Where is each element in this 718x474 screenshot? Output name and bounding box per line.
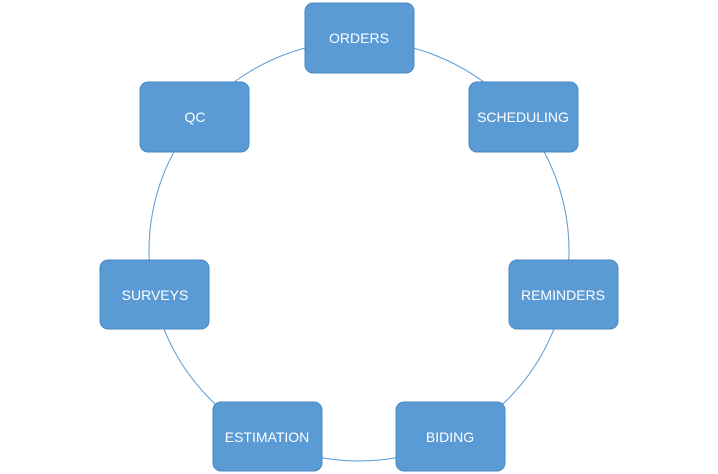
node-biding: BIDING [395, 401, 506, 472]
node-scheduling-box [468, 81, 579, 153]
node-surveys-label: SURVEYS [122, 287, 189, 303]
node-reminders-label: REMINDERS [521, 287, 605, 303]
node-surveys-box [99, 259, 210, 330]
node-qc-box [139, 81, 250, 153]
node-scheduling: SCHEDULING [468, 81, 579, 153]
node-reminders: REMINDERS [508, 259, 619, 330]
node-estimation-box [212, 401, 323, 472]
node-biding-label: BIDING [426, 429, 474, 445]
node-orders: ORDERS [304, 2, 415, 74]
node-qc: QC [139, 81, 250, 153]
node-orders-label: ORDERS [329, 30, 389, 46]
node-estimation: ESTIMATION [212, 401, 323, 472]
node-orders-box [304, 2, 415, 74]
node-scheduling-label: SCHEDULING [477, 109, 569, 125]
node-qc-label: QC [185, 109, 206, 125]
node-reminders-box [508, 259, 619, 330]
node-surveys: SURVEYS [99, 259, 210, 330]
node-biding-box [395, 401, 506, 472]
node-estimation-label: ESTIMATION [225, 429, 310, 445]
